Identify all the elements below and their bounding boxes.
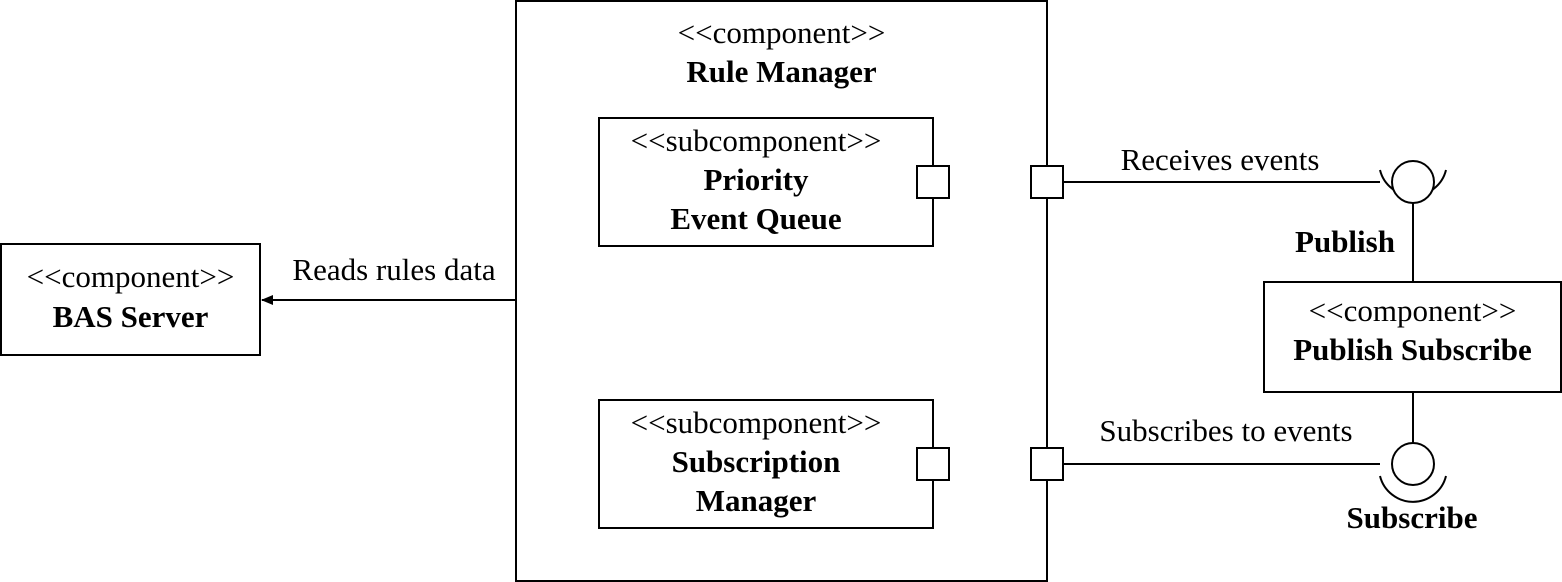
- publish-ball: [1391, 160, 1435, 204]
- reads-rules-label: Reads rules data: [292, 252, 496, 287]
- rule-manager-stereotype: <<component>>: [677, 15, 886, 50]
- bas-server-stereotype: <<component>>: [26, 259, 235, 294]
- priority-queue-name-line2: Event Queue: [670, 201, 842, 236]
- subscription-manager-stereotype: <<subcomponent>>: [630, 405, 882, 440]
- publish-subscribe-stereotype: <<component>>: [1308, 293, 1517, 328]
- bas-server-name: BAS Server: [52, 299, 209, 334]
- publish-subscribe-name: Publish Subscribe: [1293, 332, 1532, 367]
- subscribe-ball: [1391, 442, 1435, 486]
- rule-manager-subscribe-port[interactable]: [1030, 447, 1064, 481]
- subscription-manager-subcomponent[interactable]: [598, 399, 934, 529]
- priority-queue-port[interactable]: [916, 165, 950, 199]
- rule-manager-name: Rule Manager: [686, 54, 877, 89]
- publish-subscribe-component[interactable]: [1263, 281, 1562, 393]
- subscribe-socket: [1379, 475, 1447, 503]
- receives-events-label: Receives events: [1120, 142, 1320, 177]
- subscribe-interface-label: Subscribe: [1346, 500, 1478, 535]
- subscription-manager-name-line2: Manager: [695, 483, 817, 518]
- publish-interface-label: Publish: [1295, 224, 1395, 259]
- rule-manager-events-port[interactable]: [1030, 165, 1064, 199]
- subscription-manager-name-line1: Subscription: [671, 444, 841, 479]
- priority-queue-stereotype: <<subcomponent>>: [630, 123, 882, 158]
- bas-server-component[interactable]: [0, 243, 261, 356]
- subscribes-events-label: Subscribes to events: [1099, 413, 1353, 448]
- subscription-manager-port[interactable]: [916, 447, 950, 481]
- priority-queue-name-line1: Priority: [703, 162, 809, 197]
